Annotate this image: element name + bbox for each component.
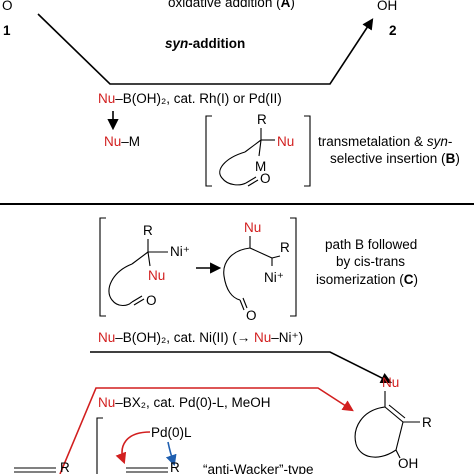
intermediate-r: R	[257, 112, 267, 127]
path-c-line-3: isomerization (C)	[316, 272, 418, 287]
right-nu: Nu	[244, 220, 261, 235]
top-reagent-label: Nu–B(OH)₂, cat. Rh(I) or Pd(II)	[98, 91, 282, 106]
left-bracket	[205, 115, 212, 187]
pd-catalyst-label: Pd(0)L	[151, 425, 192, 440]
compound-1-oxygen: O	[2, 0, 13, 13]
bottom-section: Nu–BX₂, cat. Pd(0)-L, MeOH Nu R OH Pd(0)…	[14, 375, 432, 474]
syn-addition-label: syn-addition	[165, 36, 245, 51]
left-nickel: Ni⁺	[170, 244, 190, 259]
product-r: R	[422, 415, 432, 430]
intermediate-oxygen: O	[260, 171, 271, 186]
top-section: O 1 OH 2 oxidative addition (A) syn-addi…	[2, 0, 460, 187]
syn-nickel-intermediate: R Ni⁺ Nu O	[108, 223, 190, 308]
left-r: R	[143, 223, 153, 238]
inner-r: R	[170, 460, 180, 474]
path-b-line-1: transmetalation & syn-	[318, 134, 452, 149]
right-bracket	[304, 115, 311, 187]
left-nu: Nu	[148, 268, 165, 283]
middle-section: R Ni⁺ Nu O Nu R Ni⁺ O	[90, 217, 418, 384]
path-c-line-1: path B followed	[325, 237, 417, 252]
anti-nickel-intermediate: Nu R Ni⁺ O	[223, 220, 290, 323]
palladium-coordination-arrow	[165, 441, 177, 467]
intermediate-nu: Nu	[277, 134, 294, 149]
palladium-pathway-arrow	[59, 387, 354, 474]
middle-left-bracket	[99, 217, 106, 317]
compound-2-hydroxyl: OH	[377, 0, 397, 13]
alkenyl-metal-intermediate: R Nu M O	[219, 112, 294, 187]
compound-1-number: 1	[3, 23, 11, 38]
compound-2-number: 2	[389, 23, 397, 38]
path-c-line-2: by cis-trans	[336, 254, 405, 269]
product-hydroxyl: OH	[398, 456, 418, 471]
reaction-arrow-1-to-2	[37, 13, 374, 85]
bottom-reagent-label: Nu–BX₂, cat. Pd(0)-L, MeOH	[98, 395, 271, 410]
nucleophile-attack-arrow	[115, 431, 151, 465]
nu-metal-species: Nu–M	[104, 134, 140, 149]
path-b-line-2: selective insertion (B)	[330, 151, 460, 166]
middle-reagent-label: Nu–B(OH)₂, cat. Ni(II) (→ Nu–Ni⁺)	[98, 330, 303, 345]
right-r: R	[280, 240, 290, 255]
anti-wacker-label: “anti-Wacker”-type	[203, 462, 314, 474]
allylic-alcohol-product: Nu R OH	[354, 375, 432, 471]
right-oxygen: O	[246, 308, 257, 323]
product-nu: Nu	[382, 375, 399, 390]
intermediate-metal: M	[255, 159, 266, 174]
middle-right-bracket	[290, 217, 297, 317]
right-nickel: Ni⁺	[264, 270, 284, 285]
bottom-left-bracket	[96, 417, 103, 474]
left-r: R	[60, 460, 70, 474]
oxidative-addition-label: oxidative addition (A)	[168, 0, 295, 10]
left-oxygen: O	[146, 293, 157, 308]
nickel-pathway-arrow	[90, 351, 393, 384]
